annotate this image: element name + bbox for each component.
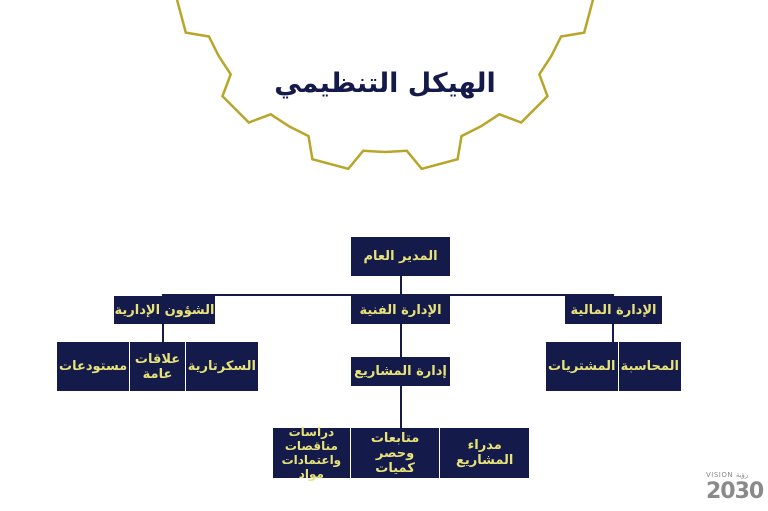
- vision-logo-top-text: VISION رؤية: [706, 471, 749, 479]
- finance-subunit-purchasing: المشتريات: [546, 342, 619, 391]
- admin-subunit-public-relations: علاقات عامة: [130, 342, 186, 391]
- projects-subunit-quantity-followup: متابعات وحصر كميات: [351, 428, 441, 478]
- vision-2030-logo: VISION رؤية 2030: [706, 471, 764, 509]
- admin-subunits-group: السكرتارية علاقات عامة مستودعات: [57, 342, 258, 391]
- node-technical-dept: الإدارة الفنية: [351, 296, 450, 324]
- connector-projects-group: [400, 385, 402, 429]
- projects-subunit-managers: مدراء المشاريع: [455, 438, 514, 468]
- projects-subunits-group: مدراء المشاريع متابعات وحصر كميات دراسات…: [273, 425, 529, 481]
- connector-admin-group: [162, 323, 164, 343]
- connector-gm-down: [400, 276, 402, 296]
- node-general-manager: المدير العام: [351, 237, 450, 276]
- node-financial-dept: الإدارة المالية: [565, 296, 662, 324]
- admin-subunit-warehouses: مستودعات: [57, 342, 131, 391]
- connector-horizontal-main: [162, 294, 614, 296]
- vision-logo-number: 2030: [706, 479, 764, 504]
- finance-subunits-group: المحاسبة المشتريات: [546, 342, 681, 391]
- finance-subunit-accounting: المحاسبة: [620, 359, 679, 374]
- projects-subunit-tenders-studies: دراسات مناقصات واعتمادات مواد: [273, 425, 351, 481]
- node-projects-dept: إدارة المشاريع: [351, 357, 450, 386]
- connector-finance-group: [612, 323, 614, 343]
- gear-outline-path: [175, 0, 595, 171]
- page-title: الهيكل التنظيمي: [274, 68, 496, 99]
- connector-technical-projects: [400, 323, 402, 357]
- node-admin-affairs: الشؤون الإدارية: [114, 296, 215, 324]
- admin-subunit-secretariat: السكرتارية: [187, 359, 256, 374]
